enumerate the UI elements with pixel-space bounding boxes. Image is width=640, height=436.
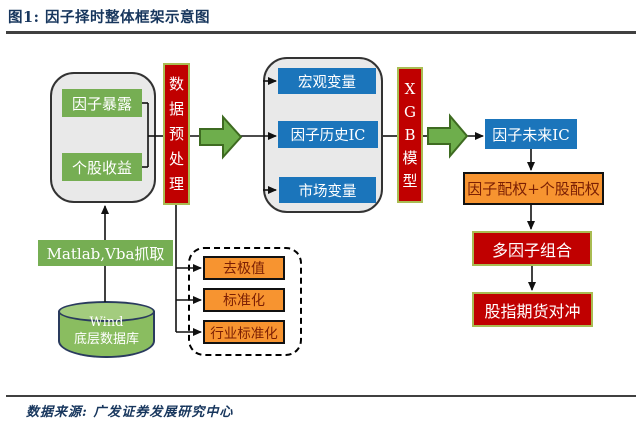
xgb-model-label: XGB模型 bbox=[402, 79, 418, 190]
database-desc: 底层数据库 bbox=[73, 332, 139, 347]
standardize-box: 标准化 bbox=[203, 288, 285, 312]
database-label: Wind 底层数据库 bbox=[58, 314, 155, 348]
top-divider bbox=[6, 31, 636, 34]
data-preprocess-bar: 数据预处理 bbox=[163, 63, 190, 205]
future-ic-box: 因子未来IC bbox=[485, 119, 577, 149]
weighting-box: 因子配权+个股配权 bbox=[463, 172, 604, 205]
market-vars-box: 市场变量 bbox=[279, 177, 376, 203]
winsorize-box: 去极值 bbox=[203, 256, 285, 280]
database-cylinder-top bbox=[58, 301, 155, 322]
figure-title: 图1: 因子择时整体框架示意图 bbox=[8, 9, 210, 26]
stock-returns-box: 个股收益 bbox=[62, 153, 142, 181]
factor-exposure-box: 因子暴露 bbox=[62, 89, 142, 117]
block-arrow-left bbox=[199, 114, 243, 160]
industry-standardize-box: 行业标准化 bbox=[203, 320, 285, 344]
factor-hist-ic-box: 因子历史IC bbox=[278, 121, 378, 148]
database-name: Wind bbox=[89, 315, 124, 330]
bottom-divider bbox=[6, 395, 636, 397]
hedge-box: 股指期货对冲 bbox=[472, 292, 593, 327]
portfolio-box: 多因子组合 bbox=[472, 231, 592, 266]
block-arrow-right bbox=[427, 113, 469, 159]
matlab-capture-box: Matlab,Vba抓取 bbox=[38, 240, 173, 266]
xgb-model-bar: XGB模型 bbox=[397, 67, 423, 203]
data-source: 数据来源: 广发证券发展研究中心 bbox=[26, 405, 234, 420]
preprocess-steps-group bbox=[188, 247, 302, 356]
data-preprocess-label: 数据预处理 bbox=[168, 74, 184, 193]
macro-vars-box: 宏观变量 bbox=[278, 68, 376, 94]
